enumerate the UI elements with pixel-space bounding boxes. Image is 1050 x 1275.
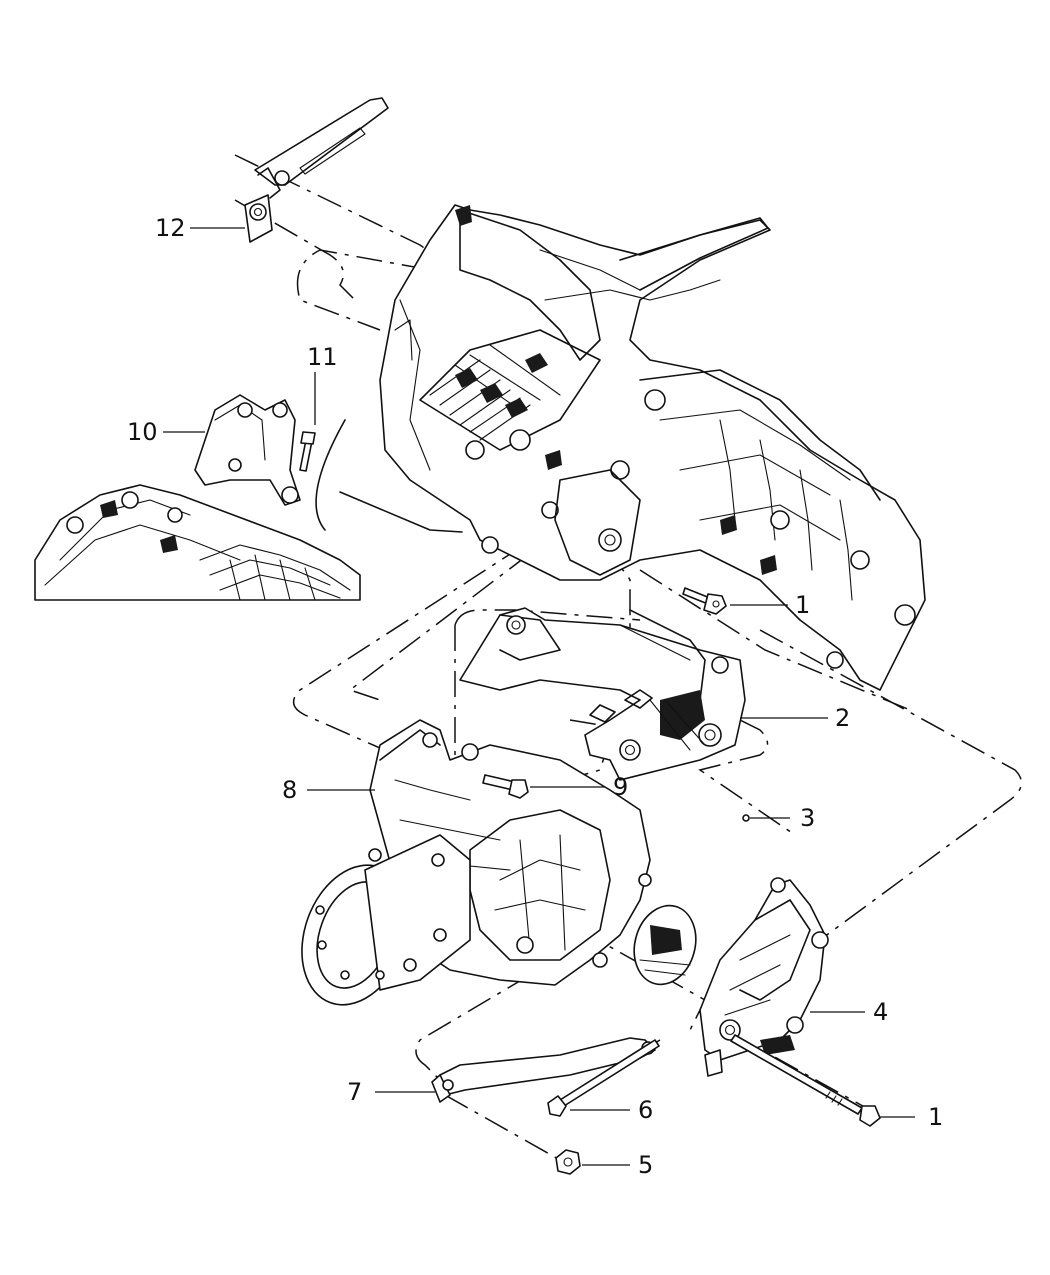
callout-5: 5 [638, 1151, 653, 1179]
callout-11: 11 [307, 343, 338, 371]
callout-3: 3 [800, 804, 815, 832]
transfer-case [301, 719, 697, 1006]
pin-3 [742, 814, 750, 822]
callout-12: 12 [155, 214, 186, 242]
callout-1-upper: 1 [795, 591, 810, 619]
callout-4: 4 [873, 998, 888, 1026]
strap [431, 1037, 656, 1103]
upper-bracket [244, 97, 389, 243]
inset-detail [34, 394, 463, 601]
bolt-upper [682, 587, 727, 615]
mount-bracket [459, 607, 746, 781]
callout-2: 2 [835, 704, 850, 732]
callout-1-lower: 1 [928, 1103, 943, 1131]
rear-bracket [699, 877, 829, 1077]
callout-9: 9 [613, 773, 628, 801]
nut-5 [555, 1149, 581, 1175]
callout-6: 6 [638, 1096, 653, 1124]
bolt-6 [547, 1039, 660, 1117]
callout-8: 8 [282, 776, 297, 804]
bolt-9 [482, 774, 529, 799]
bolt-lower [730, 1034, 881, 1127]
callout-7: 7 [347, 1078, 362, 1106]
callout-10: 10 [127, 418, 158, 446]
engine-block [379, 204, 926, 691]
callout-labels: 12 11 10 1 2 8 9 3 4 7 6 1 5 [127, 214, 943, 1179]
callout-leaders [163, 227, 915, 1166]
